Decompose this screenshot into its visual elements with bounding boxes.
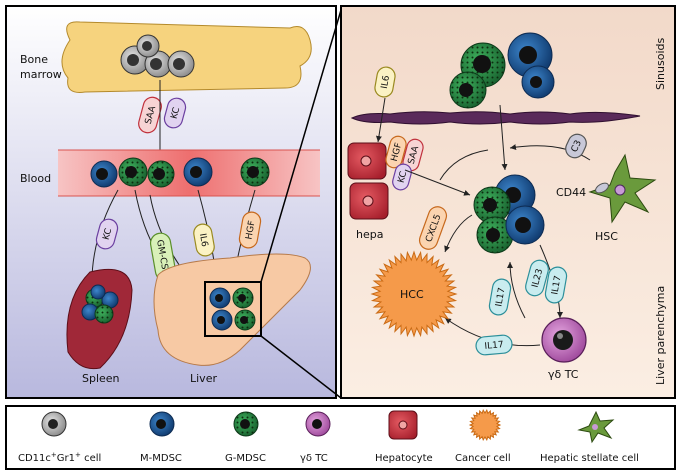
- cd44-label: CD44: [556, 186, 586, 199]
- legend-grey-cell-icon: [41, 411, 67, 437]
- zoom-line-bottom: [260, 335, 342, 399]
- legend-g-mdsc-icon: [233, 411, 259, 437]
- right-panel: Sinusoids Liver parenchyma IL6: [340, 5, 676, 399]
- arrow-hepa-to-cluster: [404, 169, 471, 196]
- factor-hgf-left-text: HGF: [244, 220, 257, 240]
- factor-il6-right: IL6: [374, 66, 396, 98]
- factor-c3: C3: [565, 133, 587, 159]
- endothelium-layer: [350, 111, 641, 125]
- liver-cells: [209, 287, 256, 331]
- factor-c3-text: C3: [570, 139, 584, 154]
- factor-cxcl5: CXCL5: [418, 206, 448, 250]
- factor-kc-top: KC: [163, 97, 187, 129]
- factor-il17-a: IL17: [544, 266, 568, 304]
- hsc-label: HSC: [595, 230, 618, 243]
- blood-label: Blood: [20, 172, 51, 185]
- factor-il17-b-text: IL17: [494, 287, 507, 308]
- liver-parenchyma-label: Liver parenchyma: [654, 286, 667, 385]
- bone-marrow-label-2: marrow: [20, 68, 62, 81]
- central-mdsc-cluster: [473, 174, 545, 254]
- arrow-hsc-to-cluster: [509, 144, 591, 161]
- factor-saa-left: SAA: [138, 96, 162, 134]
- factor-il6-right-text: IL6: [380, 74, 392, 89]
- arrow-gdtc-to-cluster: [507, 261, 526, 319]
- bone-marrow-cells: [120, 34, 195, 78]
- blood-cells: [90, 157, 270, 188]
- legend: CD11c+Gr1+ cell M-MDSC G-MDSC γδ TC Hepa…: [5, 405, 676, 470]
- factor-saa-left-text: SAA: [144, 104, 159, 125]
- factor-il6-left-text: IL6: [197, 233, 209, 248]
- legend-gdtc-icon: [305, 411, 331, 437]
- legend-cd11c-label: CD11c+Gr1+ cell: [18, 451, 101, 464]
- factor-saa-right-text: SAA: [407, 144, 422, 165]
- factor-il17-a-text: IL17: [550, 275, 563, 296]
- factor-hgf-right-text: HGF: [390, 142, 405, 163]
- factor-il17-c-text: IL17: [484, 340, 504, 352]
- factor-hgf-right: HGF: [385, 135, 407, 169]
- gdtc-label: γδ TC: [548, 368, 579, 381]
- liver-zoom-box: [204, 281, 262, 337]
- hcc-cell: HCC: [370, 250, 458, 338]
- hcc-shape: [370, 250, 458, 338]
- legend-g-mdsc-label: G-MDSC: [225, 453, 266, 464]
- left-panel: Bone marrow SAA KC Blood: [5, 5, 337, 399]
- hepa-label: hepa: [356, 228, 383, 241]
- gdtc-cell: [541, 317, 587, 363]
- legend-hsc-label: Hepatic stellate cell: [540, 453, 639, 464]
- factor-il23: IL23: [525, 259, 549, 297]
- sinusoid-cells: [449, 32, 555, 109]
- hsc-nucleus: [614, 184, 626, 196]
- arrow-sinusoid-to-cluster: [499, 104, 508, 171]
- hepatocytes: [347, 142, 389, 220]
- arrow-cluster-to-hcc: [444, 214, 473, 253]
- spleen-label: Spleen: [82, 372, 120, 385]
- factor-hgf-left: HGF: [238, 211, 262, 249]
- sinusoids-label: Sinusoids: [654, 38, 667, 90]
- factor-kc-left: KC: [95, 218, 119, 250]
- legend-m-mdsc-label: M-MDSC: [140, 453, 182, 464]
- legend-cancer-cell-icon: [468, 408, 502, 442]
- liver-label: Liver: [190, 372, 217, 385]
- legend-box: [5, 405, 676, 470]
- factor-kc-top-text: KC: [170, 106, 183, 120]
- factor-il6-left: IL6: [193, 223, 215, 257]
- factor-il23-text: IL23: [531, 268, 546, 289]
- legend-m-mdsc-icon: [149, 411, 175, 437]
- hcc-label: HCC: [400, 288, 424, 301]
- cd44-receptor: [595, 182, 609, 194]
- legend-cancer-cell-label: Cancer cell: [455, 453, 511, 464]
- legend-gdtc-label: γδ TC: [300, 453, 328, 464]
- factor-kc-right-text: KC: [397, 170, 410, 184]
- legend-hepatocyte-icon: [388, 410, 418, 440]
- factor-il17-b: IL17: [488, 278, 512, 316]
- factor-kc-left-text: KC: [102, 227, 115, 241]
- liver-shape: [153, 253, 311, 366]
- spleen-cells: [81, 284, 119, 324]
- zoom-line-top: [260, 9, 342, 283]
- arrow-il6-to-hepa: [375, 97, 386, 143]
- factor-il17-c: IL17: [475, 334, 513, 356]
- arrow-cycle-top: [439, 149, 489, 181]
- legend-hsc-icon: [577, 410, 615, 444]
- bone-marrow-label-1: Bone: [20, 53, 48, 66]
- legend-hepatocyte-label: Hepatocyte: [375, 453, 433, 464]
